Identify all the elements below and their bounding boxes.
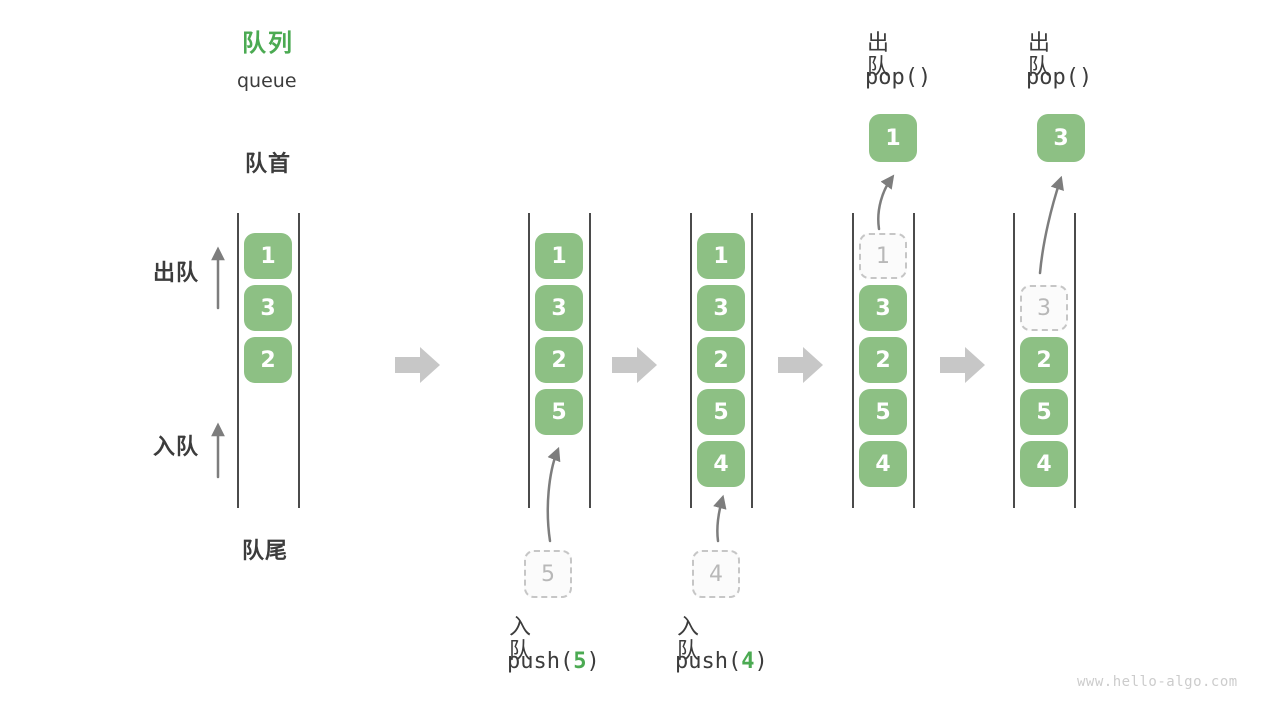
queue-rail [913, 213, 915, 508]
diagram-title: 队列 [242, 29, 294, 57]
queue-box: 5 [535, 389, 583, 435]
popped-box: 1 [869, 114, 917, 162]
op-action-label: 入队 [677, 615, 701, 665]
dequeue-arrow-state-4 [877, 174, 895, 231]
queue-box: 5 [697, 389, 745, 435]
queue-box: 1 [244, 233, 292, 279]
queue-rail [690, 213, 692, 508]
queue-box: 5 [1020, 389, 1068, 435]
queue-box: 2 [859, 337, 907, 383]
op-action-label: 出队 [1028, 31, 1052, 81]
op-code-text: push( [507, 649, 574, 674]
op-code-label: pop() [1026, 65, 1092, 91]
op-code-label: pop() [865, 65, 931, 91]
queue-box: 3 [859, 285, 907, 331]
transition-arrow-icon [778, 347, 823, 383]
queue-box: 3 [697, 285, 745, 331]
queue-rail [528, 213, 530, 508]
queue-rail [589, 213, 591, 508]
queue-front-label: 队首 [245, 152, 292, 177]
queue-box: 1 [535, 233, 583, 279]
watermark: www.hello-algo.com [1077, 674, 1238, 690]
queue-rail [237, 213, 239, 508]
queue-box: 1 [697, 233, 745, 279]
diagram-subtitle: queue [237, 70, 297, 92]
queue-box: 2 [535, 337, 583, 383]
queue-box: 3 [535, 285, 583, 331]
op-action-label: 入队 [509, 615, 533, 665]
enqueue-arrow-state-2 [546, 446, 561, 543]
popped-box: 3 [1037, 114, 1085, 162]
op-action-label: 出队 [867, 31, 891, 81]
op-code-text: pop() [865, 65, 932, 90]
op-code-argument: 5 [573, 649, 587, 674]
queue-rail [852, 213, 854, 508]
queue-box: 4 [697, 441, 745, 487]
enqueue-arrow-state-3 [713, 494, 727, 543]
queue-box: 4 [859, 441, 907, 487]
op-code-label: push(4) [675, 649, 768, 675]
queue-rail [1074, 213, 1076, 508]
dequeue-arrow-state-5 [1038, 175, 1064, 275]
queue-rail [751, 213, 753, 508]
queue-box-dashed: 3 [1020, 285, 1068, 331]
op-code-label: push(5) [507, 649, 600, 675]
transition-arrow-icon [612, 347, 657, 383]
queue-rail [1013, 213, 1015, 508]
queue-box: 5 [859, 389, 907, 435]
queue-box-dashed: 1 [859, 233, 907, 279]
dequeue-direction-label: 出队 [153, 261, 200, 286]
queue-box: 4 [1020, 441, 1068, 487]
op-code-argument: 4 [741, 649, 755, 674]
queue-box: 2 [697, 337, 745, 383]
transition-arrow-icon [940, 347, 985, 383]
op-code-text: ) [586, 649, 600, 674]
queue-box: 3 [244, 285, 292, 331]
op-code-text: push( [675, 649, 742, 674]
enqueue-direction-label: 入队 [153, 435, 200, 460]
queue-rail [298, 213, 300, 508]
pending-box: 4 [692, 550, 740, 598]
op-code-text: ) [754, 649, 768, 674]
transition-arrow-icon [395, 347, 440, 383]
queue-box: 2 [244, 337, 292, 383]
queue-rear-label: 队尾 [242, 539, 289, 564]
queue-box: 2 [1020, 337, 1068, 383]
op-code-text: pop() [1026, 65, 1093, 90]
pending-box: 5 [524, 550, 572, 598]
